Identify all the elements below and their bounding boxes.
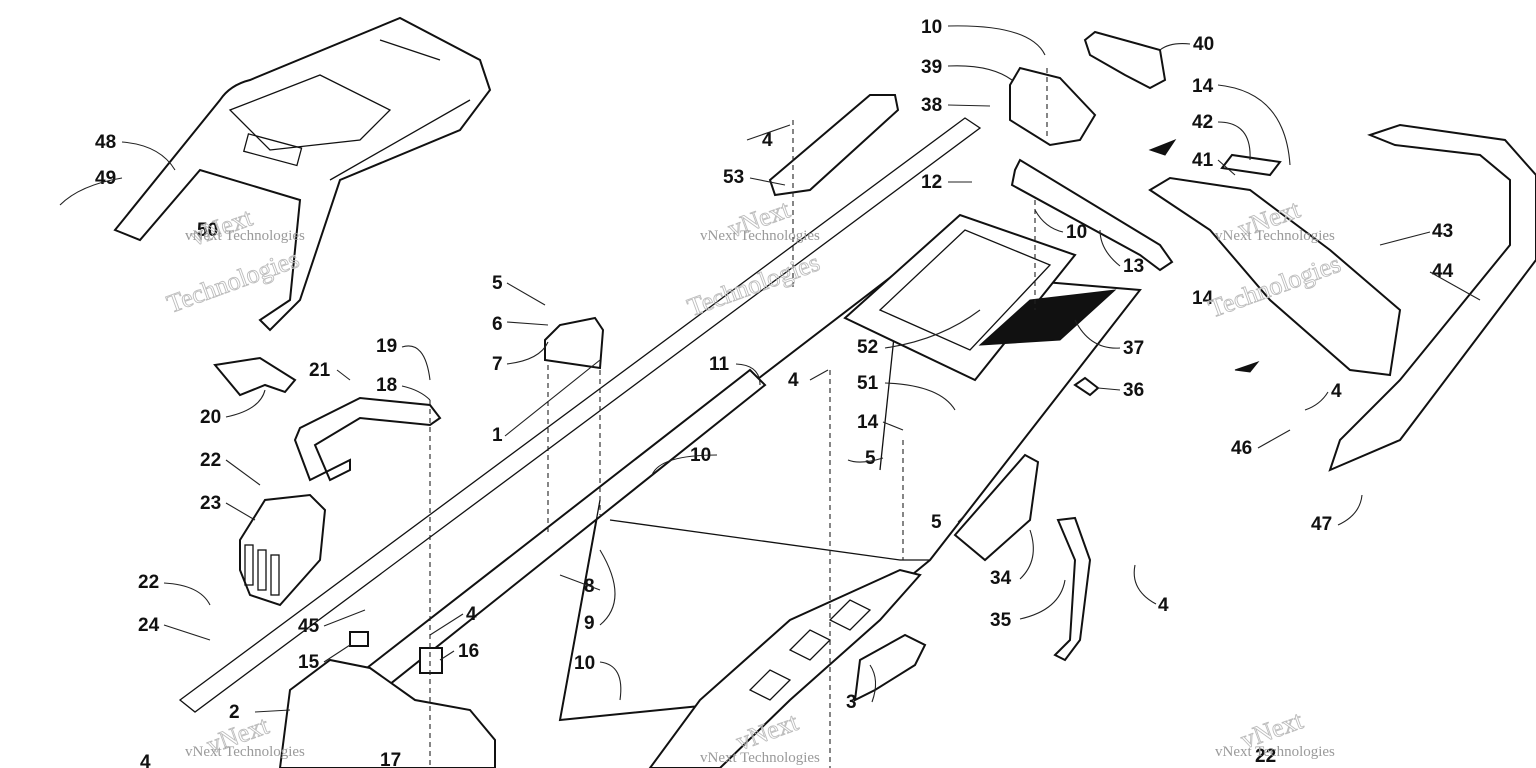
part-34: [953, 453, 1040, 562]
callout-53: 53: [723, 167, 744, 188]
part-41-hood: [1148, 176, 1402, 377]
part-16: [419, 647, 443, 674]
callout-10-b: 10: [1066, 222, 1087, 243]
watermark-caption: vNext Technologies: [700, 228, 820, 244]
leader-lines: [59, 25, 1481, 713]
part-18: [293, 396, 442, 482]
callout-16: 16: [458, 641, 479, 662]
callout-36: 36: [1123, 380, 1144, 401]
callout-23: 23: [200, 493, 221, 514]
callout-34: 34: [990, 568, 1012, 589]
callout-14: 14: [1192, 76, 1214, 97]
arrow-upper: [1148, 138, 1177, 156]
part-37-decal: [978, 289, 1117, 346]
callout-repeats: 4 4 4 4 4 5 5 10 10 10 14 14 22 22: [138, 130, 1276, 768]
part-20: [213, 356, 297, 397]
callout-37: 37: [1123, 338, 1144, 359]
callout-4-f: 4: [140, 752, 151, 768]
callout-14-c: 14: [857, 412, 879, 433]
callout-22-b: 22: [138, 572, 159, 593]
watermark-caption: vNext Technologies: [700, 750, 820, 766]
part-35: [1053, 516, 1092, 662]
callout-1: 1: [492, 425, 503, 446]
callout-22-c: 22: [1255, 746, 1276, 767]
callout-12: 12: [921, 172, 942, 193]
callout-38: 38: [921, 95, 942, 116]
callout-10-d: 10: [574, 653, 595, 674]
callout-4-d: 4: [466, 604, 477, 625]
callout-5-c: 5: [931, 512, 942, 533]
callout-4-e: 4: [1158, 595, 1169, 616]
callout-4: 4: [1331, 381, 1342, 402]
watermark-caption: vNext Technologies: [185, 744, 305, 760]
callout-45: 45: [298, 616, 320, 637]
part-42: [1220, 153, 1282, 177]
callout-13: 13: [1123, 256, 1144, 277]
part-53: [768, 94, 900, 197]
callout-20: 20: [200, 407, 221, 428]
callout-15: 15: [298, 652, 320, 673]
callout-17: 17: [380, 750, 401, 768]
callout-14-b: 14: [1192, 288, 1214, 309]
part-2: [278, 658, 496, 768]
callout-51: 51: [857, 373, 879, 394]
callout-41: 41: [1192, 150, 1214, 171]
callout-24: 24: [138, 615, 160, 636]
callout-43: 43: [1432, 221, 1453, 242]
part-7: [544, 316, 605, 370]
callout-22: 22: [200, 450, 221, 471]
arrow-lower: [1234, 360, 1260, 373]
callout-42: 42: [1192, 112, 1213, 133]
callout-4-c: 4: [788, 370, 799, 391]
callout-9: 9: [584, 613, 595, 634]
callout-48: 48: [95, 132, 116, 153]
callout-3: 3: [846, 692, 857, 713]
callout-4-b: 4: [762, 130, 773, 151]
seat: [113, 16, 492, 332]
callout-52: 52: [857, 337, 878, 358]
callout-50: 50: [197, 220, 218, 241]
callout-39: 39: [921, 57, 942, 78]
callout-5: 5: [865, 448, 876, 469]
callout-18: 18: [376, 375, 397, 396]
callout-47: 47: [1311, 514, 1332, 535]
callout-19: 19: [376, 336, 397, 357]
watermark-caption: vNext Technologies: [185, 228, 305, 244]
part-23: [239, 493, 327, 607]
callout-6: 6: [492, 314, 503, 335]
callout-7: 7: [492, 354, 503, 375]
callout-5-b: 5: [492, 273, 503, 294]
callout-35: 35: [990, 610, 1012, 631]
part-44-bumper: [1328, 123, 1536, 472]
running-board: [648, 568, 922, 768]
watermark-word: Technologies: [684, 248, 824, 323]
part-52-mat: [843, 213, 1077, 382]
part-15: [349, 631, 369, 647]
callout-46: 46: [1231, 438, 1252, 459]
watermark-caption: vNext Technologies: [1215, 744, 1335, 760]
callout-10: 10: [921, 17, 942, 38]
callout-21: 21: [309, 360, 331, 381]
callout-40: 40: [1193, 34, 1214, 55]
part-13: [1010, 158, 1174, 272]
watermark-caption: vNext Technologies: [1215, 228, 1335, 244]
part-3: [853, 633, 927, 702]
part-36: [1073, 376, 1100, 397]
callout-labels: 1 2 3 4 5 6 7 8 9 10 11 12 13 14 15 16 1…: [95, 17, 1454, 768]
part-40: [1083, 30, 1167, 90]
part-39: [1009, 66, 1097, 147]
watermark-word: vNext: [186, 202, 256, 251]
callout-2: 2: [229, 702, 240, 723]
callout-49: 49: [95, 168, 116, 189]
callout-11: 11: [709, 354, 730, 375]
